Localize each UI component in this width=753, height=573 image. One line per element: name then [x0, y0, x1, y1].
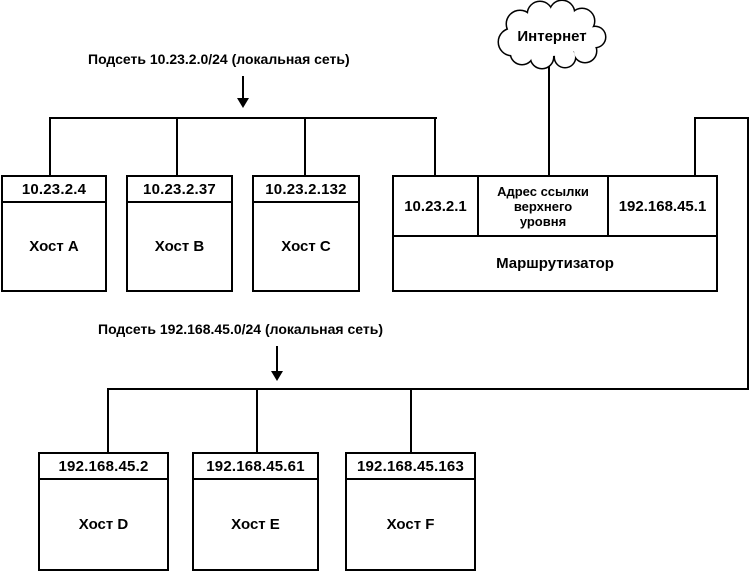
host-f-drop-line: [410, 388, 412, 454]
host-c-drop-line: [304, 117, 306, 177]
subnet1-down-arrow-icon: [237, 98, 249, 108]
host-b-drop-line: [176, 117, 178, 177]
router-lan2-top-line: [694, 117, 749, 119]
host-a-ip: 10.23.2.4: [3, 177, 105, 203]
host-f-ip: 192.168.45.163: [347, 454, 474, 480]
host-d-name: Хост D: [78, 516, 129, 533]
router-interfaces-row: 10.23.2.1 Адрес ссылки верхнего уровня 1…: [394, 177, 716, 237]
subnet2-down-arrow-icon: [271, 371, 283, 381]
router-uplink-label: Адрес ссылки верхнего уровня: [479, 177, 609, 235]
host-e-ip: 192.168.45.61: [194, 454, 317, 480]
subnet2-arrow-line: [276, 346, 278, 372]
host-e-box: 192.168.45.61 Хост E: [192, 452, 319, 571]
subnet1-label: Подсеть 10.23.2.0/24 (локальная сеть): [88, 51, 350, 67]
internet-cloud-icon: Интернет: [497, 0, 607, 70]
internet-label: Интернет: [517, 28, 586, 45]
host-e-drop-line: [256, 388, 258, 454]
subnet1-arrow-line: [242, 76, 244, 100]
host-d-box: 192.168.45.2 Хост D: [38, 452, 169, 571]
internet-uplink-line: [548, 60, 550, 177]
host-a-box: 10.23.2.4 Хост A: [1, 175, 107, 292]
host-f-box: 192.168.45.163 Хост F: [345, 452, 476, 571]
host-d-drop-line: [107, 388, 109, 454]
host-b-box: 10.23.2.37 Хост B: [126, 175, 233, 292]
host-b-ip: 10.23.2.37: [128, 177, 231, 203]
subnet2-label: Подсеть 192.168.45.0/24 (локальная сеть): [98, 321, 383, 337]
host-a-drop-line: [49, 117, 51, 177]
router-box: 10.23.2.1 Адрес ссылки верхнего уровня 1…: [392, 175, 718, 292]
host-e-name: Хост E: [231, 516, 280, 533]
router-lan1-ip: 10.23.2.1: [394, 177, 479, 235]
host-c-ip: 10.23.2.132: [254, 177, 358, 203]
host-c-box: 10.23.2.132 Хост C: [252, 175, 360, 292]
host-b-name: Хост B: [154, 238, 205, 255]
host-a-name: Хост A: [29, 238, 79, 255]
host-c-name: Хост C: [281, 238, 331, 255]
router-lan2-ip: 192.168.45.1: [618, 197, 707, 215]
subnet1-bus-line: [49, 117, 437, 119]
subnet2-bus-line: [107, 388, 749, 390]
host-f-name: Хост F: [386, 516, 435, 533]
router-lan2-riser-line: [694, 117, 696, 177]
router-lan1-drop-line: [434, 117, 436, 177]
host-d-ip: 192.168.45.2: [40, 454, 167, 480]
router-name: Маршрутизатор: [496, 255, 614, 272]
router-lan2-right-edge-line: [747, 117, 749, 390]
